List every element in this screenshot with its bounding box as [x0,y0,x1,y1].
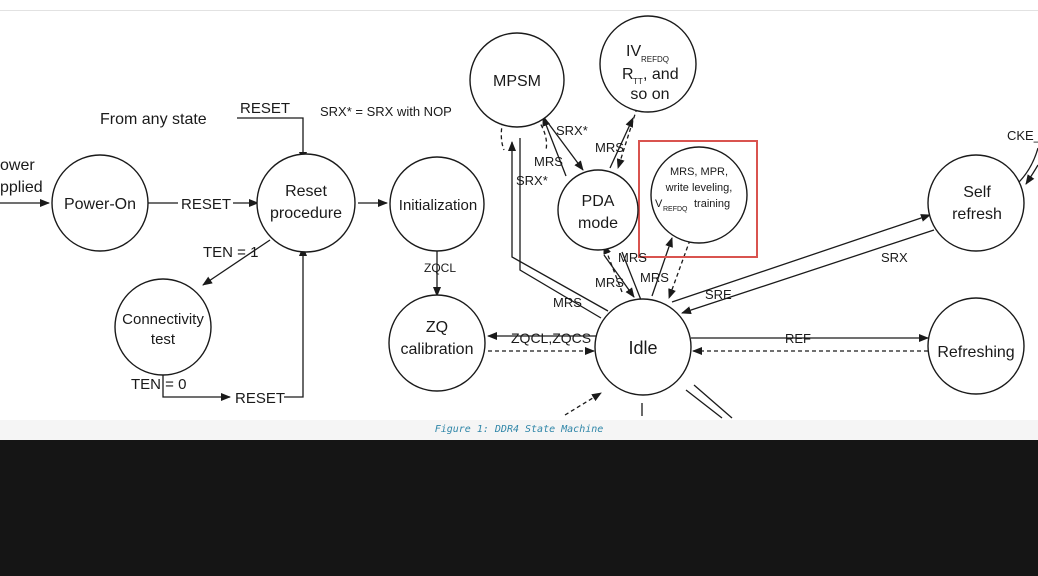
label-ten-0: TEN = 0 [131,376,186,393]
label-srx-star-1: SRX* [556,123,588,138]
dark-footer-area [0,440,1038,576]
figure-caption: Figure 1: DDR4 State Machine [434,424,604,435]
highlight-box [638,140,758,258]
svg-text:V: V [655,198,663,210]
label-srx-note: SRX* = SRX with NOP [320,104,452,119]
state-power-on: Power-On [51,154,149,252]
svg-text:MPSM: MPSM [493,73,541,90]
svg-text:REFDQ: REFDQ [663,206,688,213]
svg-text:refresh: refresh [952,206,1002,223]
svg-text:R: R [622,66,634,83]
svg-text:Initialization: Initialization [399,197,477,214]
state-mpsm: MPSM [469,32,565,128]
edge-labels: From any state RESET SRX* = SRX with NOP… [100,100,1038,407]
svg-text:Power-On: Power-On [64,196,136,213]
svg-text:so on: so on [630,86,669,103]
svg-text:Idle: Idle [628,338,657,358]
label-reset-bottom: RESET [235,390,285,407]
svg-text:test: test [151,331,176,348]
svg-text:PDA: PDA [582,193,615,210]
label-mrs-6: MRS [553,295,582,310]
label-ref: REF [785,331,811,346]
svg-text:Self: Self [963,184,991,201]
label-reset-poweron: RESET [181,196,231,213]
label-ten-1: TEN = 1 [203,244,258,261]
label-mrs-3: MRS [618,250,647,265]
svg-text:Refreshing: Refreshing [937,344,1014,361]
label-cke: CKE_ [1007,128,1038,143]
state-power-applied: ower pplied [0,157,43,196]
label-zqcl-zqcs: ZQCL,ZQCS [511,330,591,346]
label-zqcl: ZQCL [424,261,456,275]
state-reset-procedure: Reset procedure [256,153,356,253]
svg-text:IV: IV [626,43,641,60]
label-reset-top: RESET [240,100,290,117]
label-sre: SRE [705,287,732,302]
state-refreshing: Refreshing [927,297,1025,395]
connectors [0,107,1038,419]
svg-text:procedure: procedure [270,205,342,222]
label-mrs-1: MRS [534,154,563,169]
svg-text:TT: TT [633,77,643,86]
svg-text:mode: mode [578,215,618,232]
svg-text:REFDQ: REFDQ [641,55,669,64]
svg-text:training: training [694,198,730,210]
svg-text:ZQ: ZQ [426,319,448,336]
state-initialization: Initialization [389,156,485,252]
state-machine-diagram: ower pplied Power-On Reset procedure Con… [0,15,1038,419]
label-mrs-4: MRS [595,275,624,290]
state-self-refresh: Self refresh [927,154,1025,252]
svg-text:MRS, MPR,: MRS, MPR, [670,166,728,178]
svg-text:, and: , and [643,66,679,83]
state-zq-calibration: ZQ calibration [388,294,486,392]
top-divider [0,10,1038,11]
caption-band [0,420,1038,440]
label-srx-star-2: SRX* [516,173,548,188]
svg-text:pplied: pplied [0,179,43,196]
label-mrs-2: MRS [595,140,624,155]
state-mrs-mpr-write-leveling: MRS, MPR, write leveling, V REFDQ traini… [650,146,748,244]
svg-text:ower: ower [0,157,35,174]
svg-text:calibration: calibration [401,341,474,358]
svg-text:Reset: Reset [285,183,327,200]
svg-text:Connectivity: Connectivity [122,311,204,328]
svg-text:write leveling,: write leveling, [665,182,733,194]
state-connectivity-test: Connectivity test [114,278,212,376]
state-iv-refdq: IV REFDQ R TT , and so on [599,15,697,113]
label-from-any-state: From any state [100,111,207,128]
state-pda-mode: PDA mode [557,169,639,251]
label-mrs-5: MRS [640,270,669,285]
state-idle: Idle [594,298,692,396]
label-srx: SRX [881,250,908,265]
